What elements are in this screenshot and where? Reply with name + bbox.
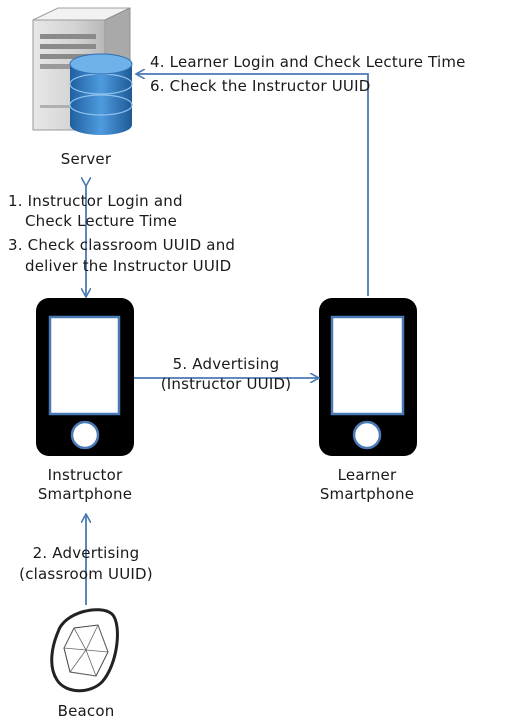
learner-phone-icon	[319, 298, 417, 456]
step-label-5-cont: (Instructor UUID)	[160, 375, 292, 393]
beacon-label: Beacon	[57, 702, 115, 720]
learner-phone-label-line1: Learner	[337, 466, 397, 484]
step-label-4: 4. Learner Login and Check Lecture Time	[150, 53, 466, 71]
server-icon	[32, 7, 133, 135]
instructor-phone-icon	[36, 298, 134, 456]
instructor-phone-label: Instructor Smartphone	[20, 466, 150, 504]
learner-phone-label: Learner Smartphone	[302, 466, 432, 504]
step-label-2: 2. Advertising	[32, 544, 140, 562]
step-label-3: 3. Check classroom UUID and	[8, 236, 236, 254]
step-label-6: 6. Check the Instructor UUID	[150, 77, 371, 95]
step-label-1: 1. Instructor Login and	[8, 192, 183, 210]
step-label-5: 5. Advertising	[172, 355, 280, 373]
server-label: Server	[60, 150, 112, 168]
beacon-icon	[50, 608, 119, 693]
instructor-phone-label-line2: Smartphone	[37, 485, 133, 503]
database-icon	[69, 53, 133, 135]
step-label-3-cont: deliver the Instructor UUID	[25, 257, 232, 275]
step-label-2-cont: (classroom UUID)	[19, 565, 153, 583]
instructor-phone-label-line1: Instructor	[47, 466, 123, 484]
learner-phone-label-line2: Smartphone	[319, 485, 415, 503]
arrow-learner-server	[137, 74, 369, 296]
step-label-1-cont: Check Lecture Time	[25, 212, 178, 230]
